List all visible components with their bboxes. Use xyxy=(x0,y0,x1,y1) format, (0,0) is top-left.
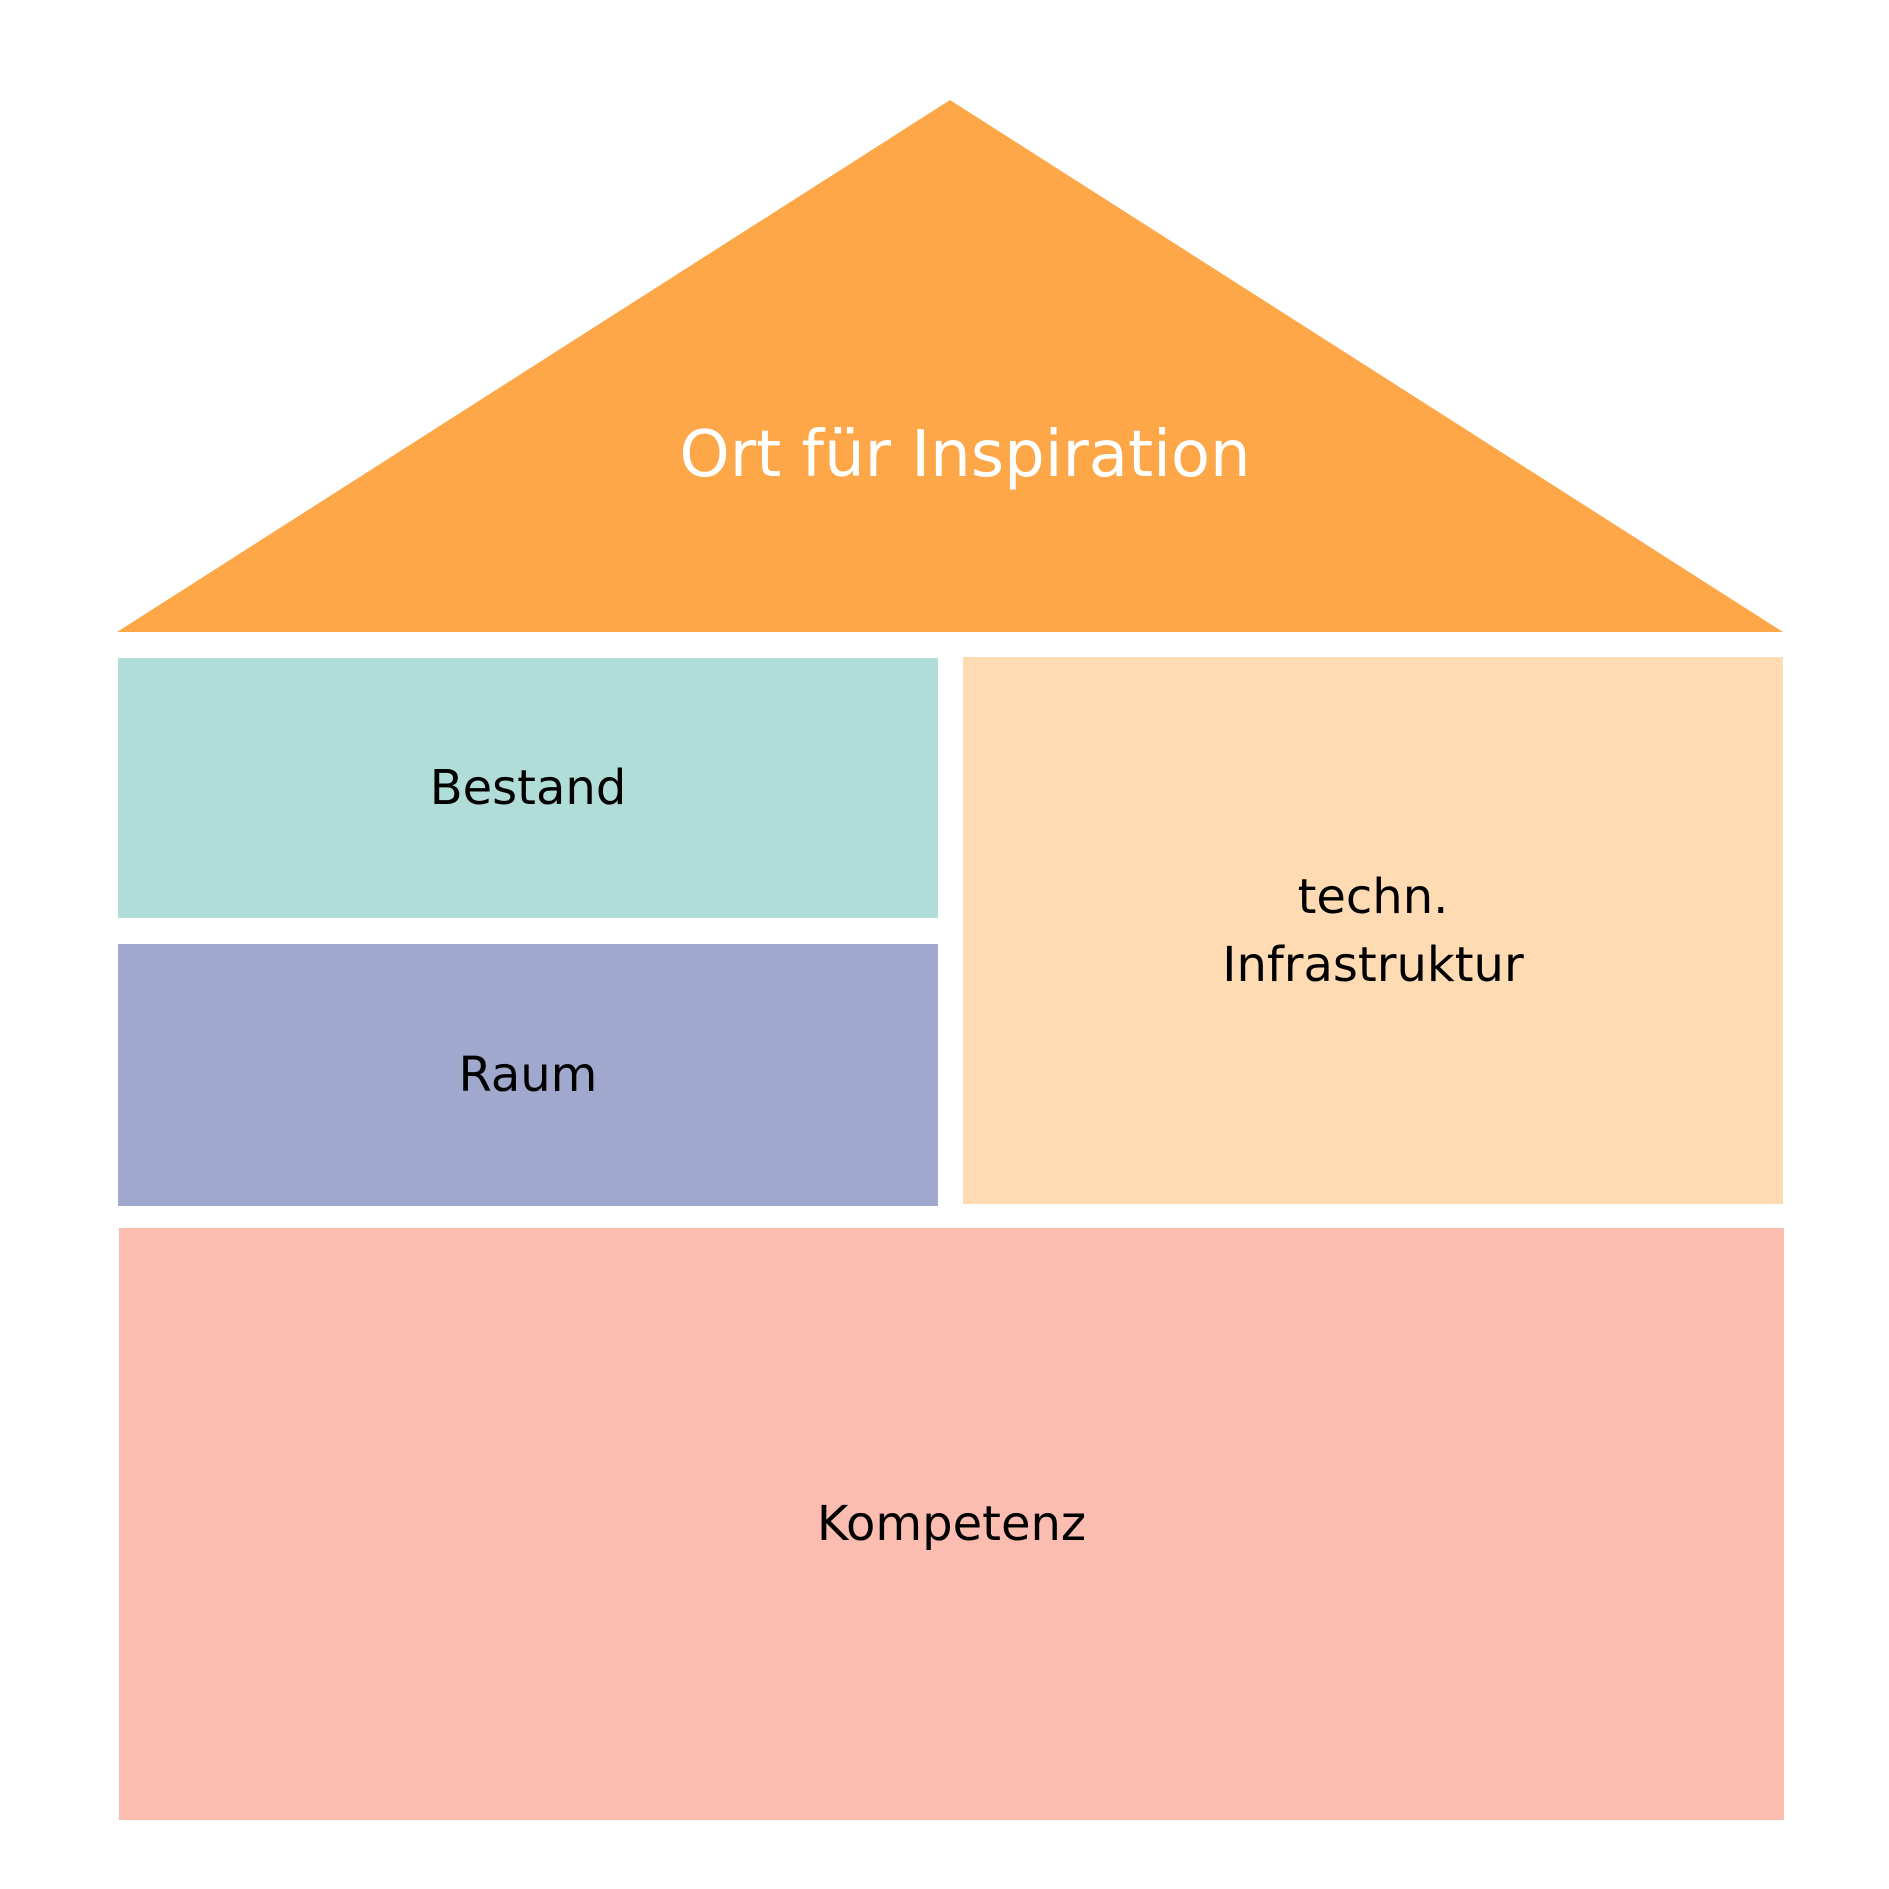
infrastruktur-label: techn. Infrastruktur xyxy=(1222,868,1524,993)
bestand-block: Bestand xyxy=(118,658,938,918)
raum-label: Raum xyxy=(458,1047,598,1103)
roof-triangle xyxy=(117,100,1783,632)
raum-block: Raum xyxy=(118,944,938,1206)
roof-label: Ort für Inspiration xyxy=(679,418,1251,492)
bestand-label: Bestand xyxy=(429,760,627,816)
kompetenz-label: Kompetenz xyxy=(816,1496,1087,1552)
kompetenz-block: Kompetenz xyxy=(119,1228,1784,1820)
infrastruktur-block: techn. Infrastruktur xyxy=(963,657,1783,1204)
